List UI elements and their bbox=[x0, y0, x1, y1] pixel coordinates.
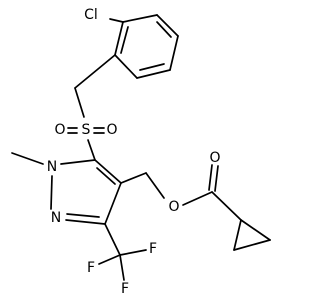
bond-c-cl bbox=[109, 18, 124, 23]
bond-benzene-1 bbox=[122, 14, 158, 23]
atom-labels: Cl S O O N N O O F F F bbox=[47, 7, 221, 297]
bond-benzene-inner-3 bbox=[120, 26, 129, 54]
bond-ch2-o bbox=[145, 172, 165, 199]
bond-cyclopropyl-2 bbox=[233, 239, 271, 251]
bond-c-o-double-a bbox=[208, 164, 213, 191]
chemical-structure: Cl S O O N N O O F F F bbox=[11, 7, 271, 297]
bond-o-carbonyl-c bbox=[182, 191, 213, 206]
atom-f-left: F bbox=[87, 260, 95, 276]
bond-cf3-f-right bbox=[119, 249, 147, 256]
bond-c3-n2-inner bbox=[66, 213, 100, 218]
bonds bbox=[11, 14, 271, 281]
atom-cl: Cl bbox=[84, 7, 98, 23]
bond-n1-c5 bbox=[60, 159, 96, 165]
bond-benzene-3 bbox=[169, 35, 179, 71]
atom-f-bottom: F bbox=[121, 281, 129, 297]
atom-o-sulfonyl-left: O bbox=[54, 122, 65, 138]
atom-n2: N bbox=[51, 210, 61, 226]
bond-c4-ch2 bbox=[120, 172, 147, 184]
bond-c4-c3 bbox=[104, 182, 122, 225]
bond-s-c5 bbox=[87, 139, 96, 161]
atom-f-right: F bbox=[149, 241, 157, 257]
bond-benzene-2 bbox=[156, 14, 179, 37]
bond-carbonyl-cyclopropyl bbox=[211, 191, 242, 221]
bond-cyclopropyl-1 bbox=[233, 219, 242, 251]
bond-c3-n2 bbox=[65, 219, 106, 225]
atom-n1: N bbox=[47, 159, 57, 175]
bond-c5-c4 bbox=[94, 159, 122, 184]
atom-o-carbonyl: O bbox=[209, 150, 220, 166]
atom-o-sulfonyl-right: O bbox=[106, 122, 117, 138]
bond-c3-cf3 bbox=[104, 223, 121, 256]
bond-benzene-6 bbox=[114, 21, 124, 56]
bond-cf3-f-left bbox=[98, 254, 121, 265]
bond-benzene-4 bbox=[136, 69, 171, 79]
bond-benzene-inner-2 bbox=[139, 63, 165, 71]
bond-cf3-f-bottom bbox=[119, 254, 125, 281]
bond-ch2-s bbox=[74, 87, 85, 118]
bond-benzene-inner-1 bbox=[156, 21, 172, 38]
bond-n2-n1 bbox=[50, 175, 53, 210]
bond-cyclopropyl-3 bbox=[240, 219, 271, 241]
bond-c-o-double-b bbox=[214, 165, 219, 192]
bond-c5-c4-inner bbox=[96, 167, 116, 185]
atom-s: S bbox=[82, 122, 91, 138]
bond-ring-ch2 bbox=[74, 54, 116, 89]
bond-benzene-5 bbox=[114, 54, 138, 79]
bond-n1-methyl bbox=[11, 152, 44, 165]
atom-o-ester: O bbox=[168, 199, 179, 215]
